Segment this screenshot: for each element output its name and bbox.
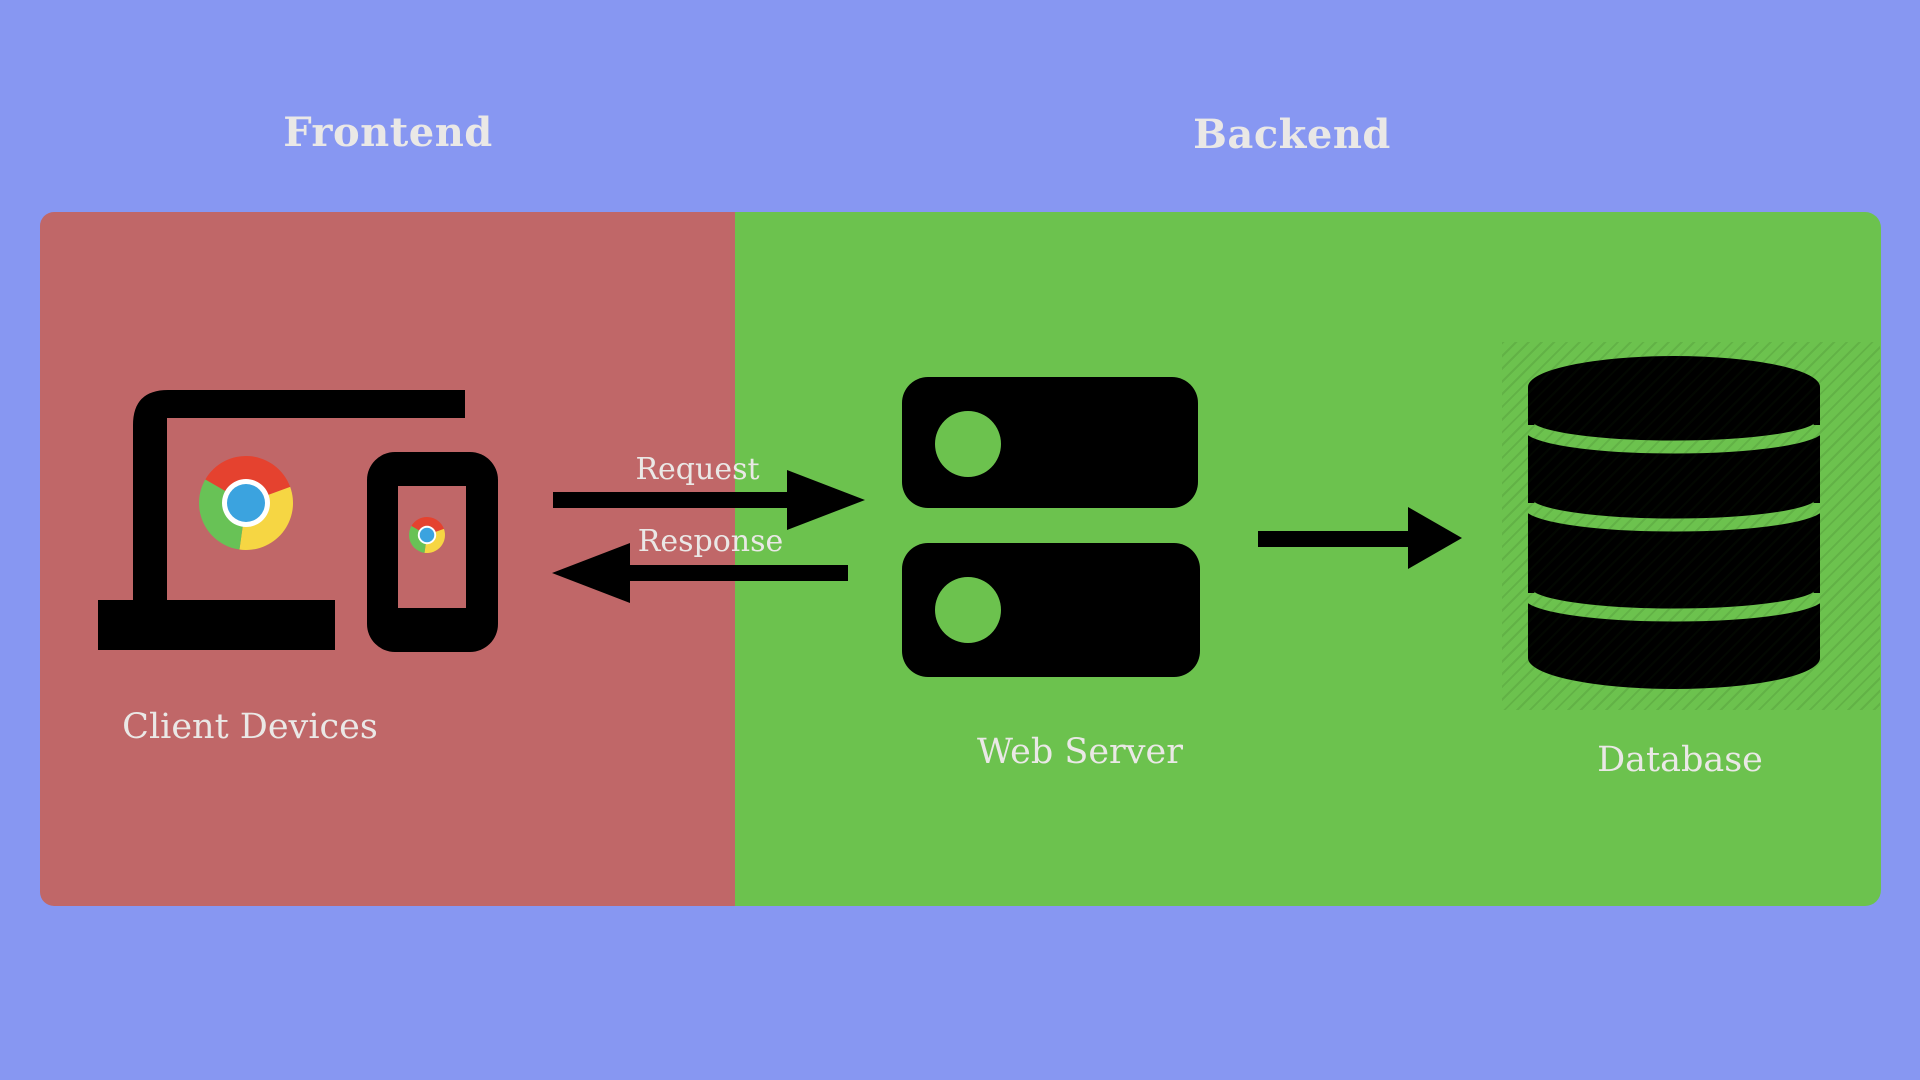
client-devices-label: Client Devices	[122, 707, 378, 747]
web-server-label: Web Server	[976, 732, 1183, 772]
web-server-icon	[902, 377, 1200, 677]
database-label: Database	[1597, 740, 1763, 780]
client-devices-icon	[98, 390, 498, 652]
response-label: Response	[637, 524, 784, 559]
server-led-top	[935, 411, 1001, 477]
frontend-zone-title: Frontend	[283, 109, 493, 156]
database-icon	[1528, 356, 1820, 689]
request-arrow-icon	[553, 470, 865, 530]
laptop-base	[98, 600, 335, 650]
server-led-bottom	[935, 577, 1001, 643]
request-label: Request	[635, 452, 760, 487]
backend-zone-title: Backend	[1193, 111, 1391, 158]
response-arrow-icon	[552, 543, 848, 603]
chrome-logo-icon	[199, 455, 294, 550]
server-to-database-arrow-icon	[1258, 507, 1462, 569]
chrome-logo-small-icon	[409, 516, 446, 554]
laptop-icon	[133, 390, 465, 608]
